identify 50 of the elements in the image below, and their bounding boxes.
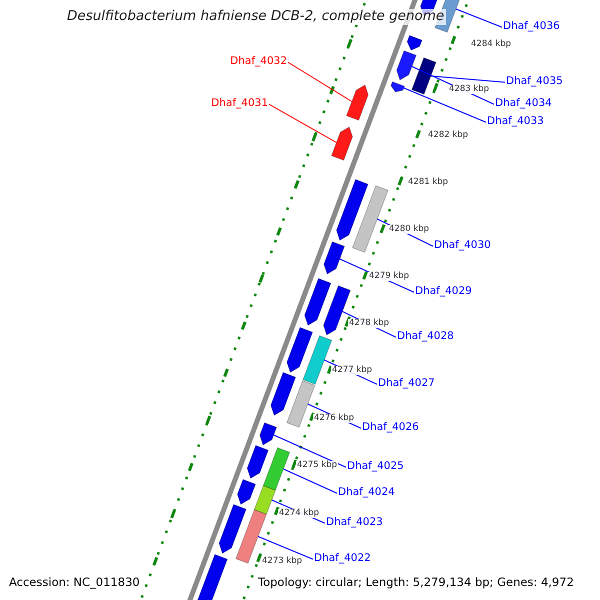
gene-label: Dhaf_4022 xyxy=(314,553,371,564)
gene-block xyxy=(346,84,369,121)
scale-label: 4274 kbp xyxy=(278,509,320,518)
gene-label: Dhaf_4032 xyxy=(230,56,287,66)
gene-label: Dhaf_4027 xyxy=(378,378,435,388)
gene-block xyxy=(331,126,353,161)
scale-label: 4283 kbp xyxy=(448,85,490,94)
leader-line xyxy=(268,104,337,143)
gene-label: Dhaf_4035 xyxy=(506,76,563,86)
gene-label: Dhaf_4034 xyxy=(495,98,552,108)
leader-line xyxy=(403,88,486,123)
scale-label: 4282 kbp xyxy=(427,131,470,140)
gene-block xyxy=(352,185,388,253)
gene-block xyxy=(390,81,405,92)
leader-line xyxy=(288,62,352,102)
scale-label: 4273 kbp xyxy=(261,557,304,566)
gene-block xyxy=(411,57,436,95)
gene-label: Dhaf_4025 xyxy=(347,461,404,472)
leader-line xyxy=(455,8,502,28)
gene-block xyxy=(254,485,276,515)
gene-block xyxy=(324,241,345,274)
scale-label: 4278 kbp xyxy=(348,319,390,328)
leader-line xyxy=(282,468,338,494)
gene-label: Dhaf_4026 xyxy=(362,422,419,432)
gene-label: Dhaf_4031 xyxy=(211,98,268,108)
leader-line xyxy=(430,76,506,83)
info-text: Accession: NC_011830 xyxy=(9,577,140,588)
gene-label: Dhaf_4030 xyxy=(434,240,491,250)
scale-label: 4281 kbp xyxy=(407,178,450,186)
title: Desulfitobacterium hafniense DCB-2, complete genome xyxy=(65,9,446,24)
gene-label: Dhaf_4029 xyxy=(415,286,472,296)
gene-label: Dhaf_4024 xyxy=(338,487,395,498)
scale-label: 4280 kbp xyxy=(388,225,430,234)
leader-line xyxy=(273,434,346,468)
scale-label: 4277 kbp xyxy=(331,366,374,374)
gene-block xyxy=(323,285,351,336)
scale-label: 4279 kbp xyxy=(368,272,410,280)
gene-block xyxy=(302,335,332,385)
gene-label: Dhaf_4036 xyxy=(503,21,560,32)
scale-label: 4275 kbp xyxy=(296,461,338,470)
scale-label: 4284 kbp xyxy=(470,40,512,48)
gene-label: Dhaf_4033 xyxy=(487,116,544,126)
scale-label: 4276 kbp xyxy=(313,414,356,422)
gene-label: Dhaf_4023 xyxy=(326,517,383,528)
leader-line xyxy=(258,536,314,560)
gene-block xyxy=(262,447,290,491)
gene-block xyxy=(259,422,277,446)
gene-block xyxy=(396,50,417,80)
gene-block xyxy=(286,380,316,428)
gene-label: Dhaf_4028 xyxy=(397,331,454,342)
